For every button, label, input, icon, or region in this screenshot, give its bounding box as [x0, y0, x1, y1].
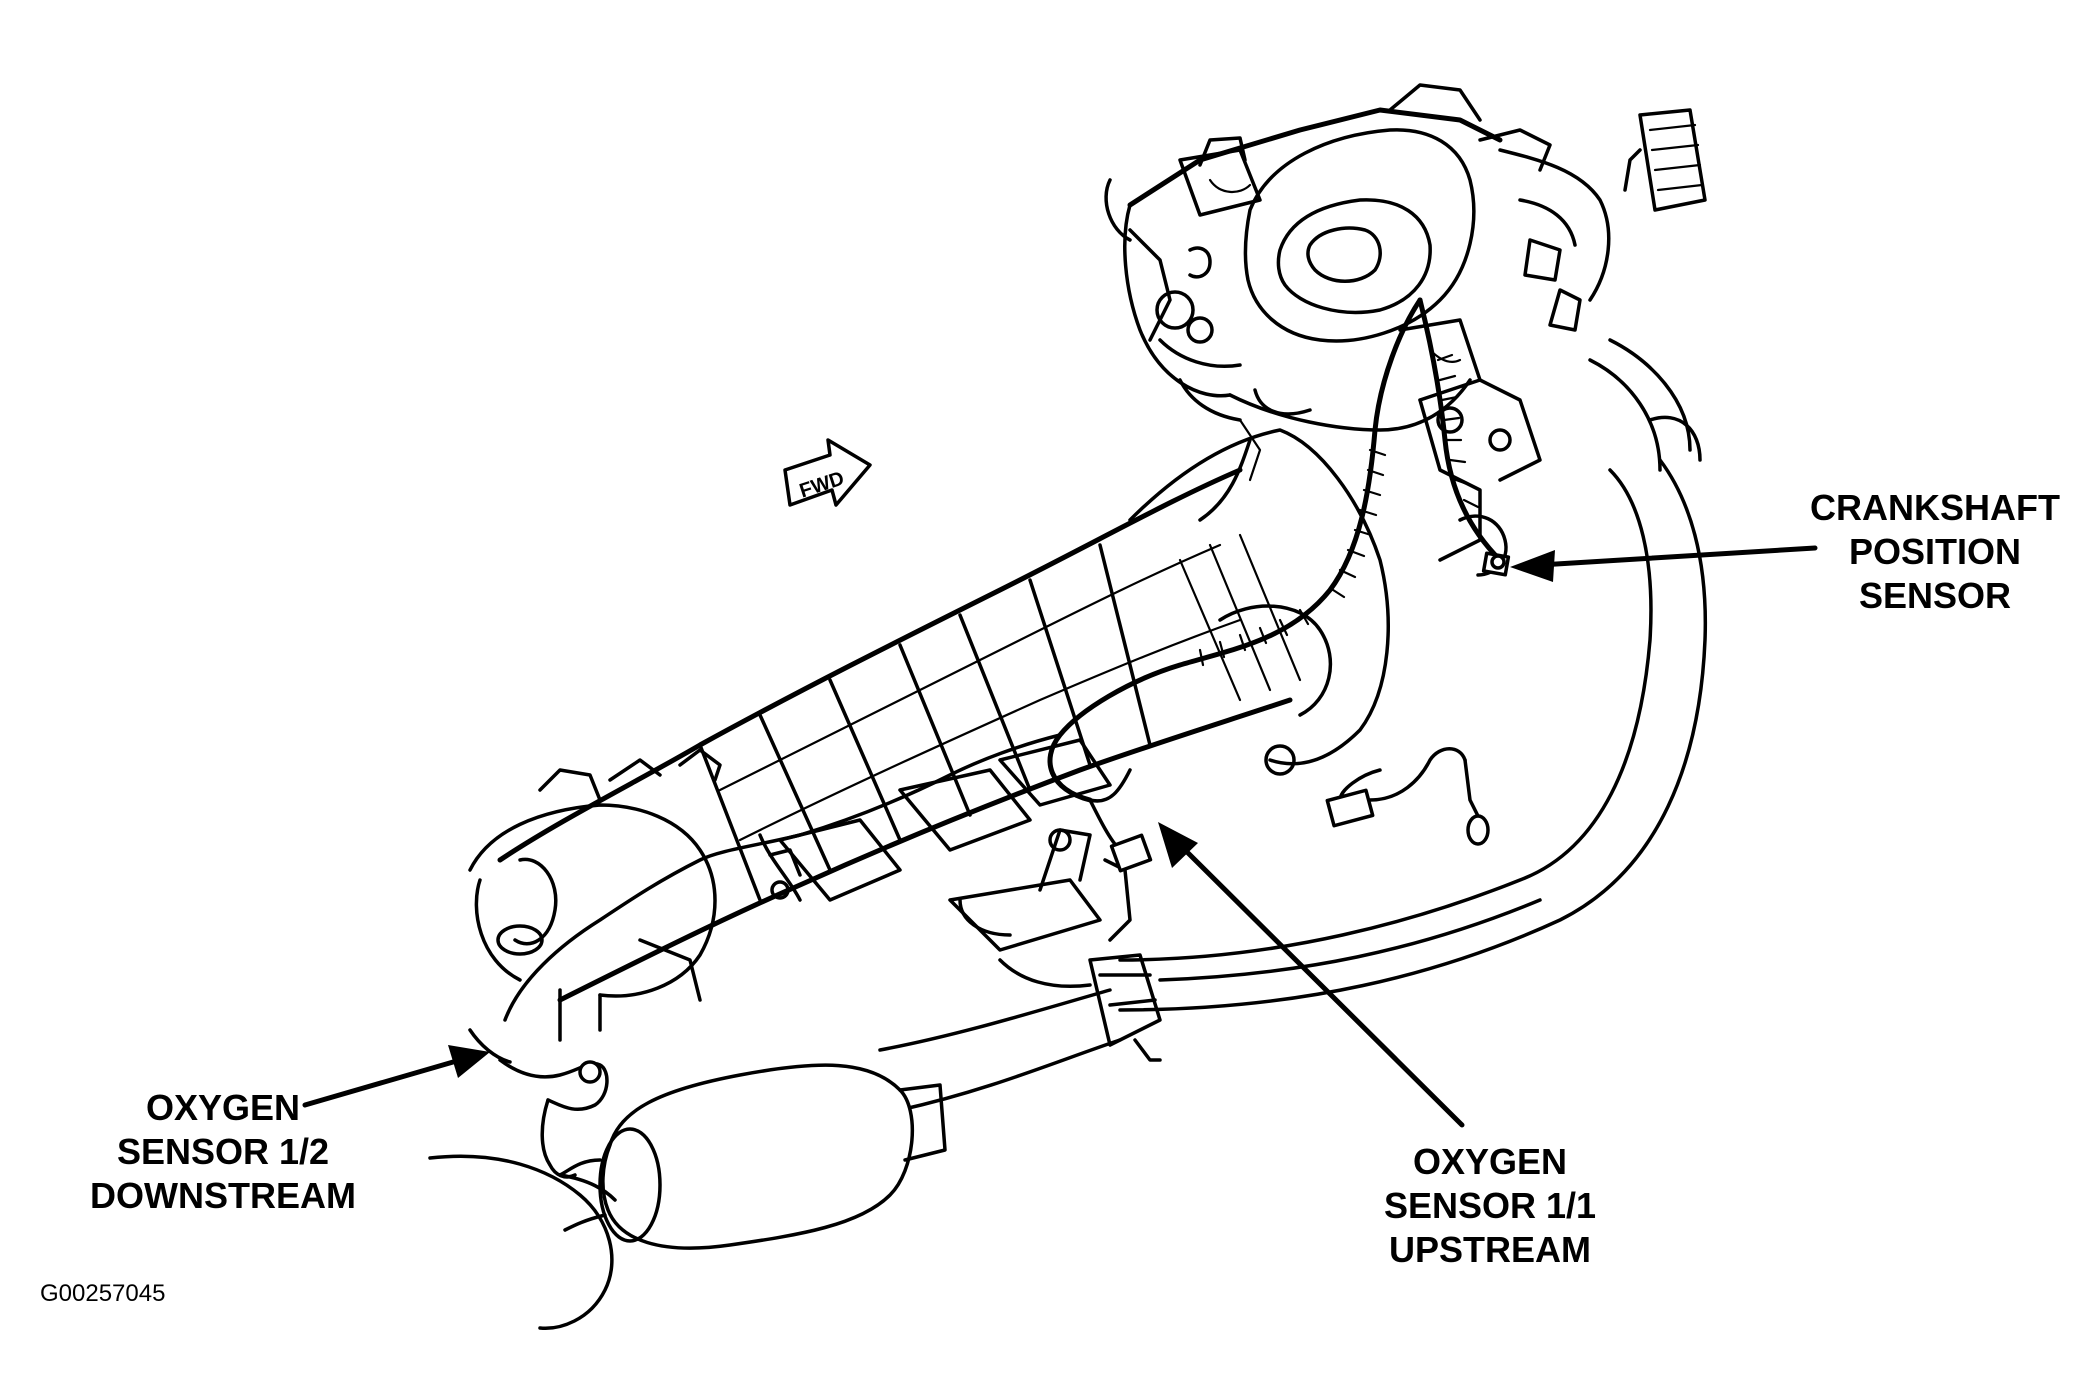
oxygen-downstream-line-2: SENSOR 1/2 [116, 1131, 330, 1172]
wiring-harness [503, 297, 1503, 1022]
oxygen-upstream-line-1: OXYGEN [1412, 1141, 1568, 1182]
transmission-tailshaft [468, 748, 802, 1042]
crankshaft-position-sensor-label: CRANKSHAFT POSITION SENSOR [1745, 486, 2091, 618]
oxygen-upstream-leader-arrow [1158, 822, 1465, 1128]
crankshaft-sensor-area [1458, 514, 1511, 577]
oxygen-downstream-line-3: DOWNSTREAM [90, 1175, 356, 1216]
front-exhaust-pipe [878, 858, 1162, 1112]
engine-block [1104, 83, 1707, 562]
figure-id: G00257045 [40, 1280, 166, 1307]
transmission-cooler-lines [1198, 338, 1702, 522]
crankshaft-label-line-1: CRANKSHAFT [1810, 487, 2060, 528]
crankshaft-label-line-3: SENSOR [1858, 575, 2012, 616]
oxygen-sensor-downstream-label: OXYGEN SENSOR 1/2 DOWNSTREAM [58, 1086, 388, 1218]
oxygen-sensor-upstream-label: OXYGEN SENSOR 1/1 UPSTREAM [1340, 1140, 1640, 1272]
fwd-direction-arrow: FWD [783, 438, 872, 507]
transmission-crossmember [948, 828, 1102, 989]
oxygen-downstream-line-1: OXYGEN [145, 1087, 301, 1128]
catalytic-converter [558, 1063, 947, 1250]
downstream-sensor-wire [468, 1028, 609, 1179]
transmission-housing [497, 428, 1390, 1003]
exhaust-pipe [1118, 458, 1708, 1012]
oxygen-upstream-line-3: UPSTREAM [1388, 1229, 1591, 1270]
crankshaft-label-line-2: POSITION [1848, 531, 2022, 572]
oxygen-upstream-line-2: SENSOR 1/1 [1383, 1185, 1597, 1226]
crankshaft-leader-arrow [1510, 545, 1818, 582]
oxygen-downstream-leader-arrow [302, 1045, 490, 1108]
rear-exhaust-pipe [428, 1154, 617, 1330]
